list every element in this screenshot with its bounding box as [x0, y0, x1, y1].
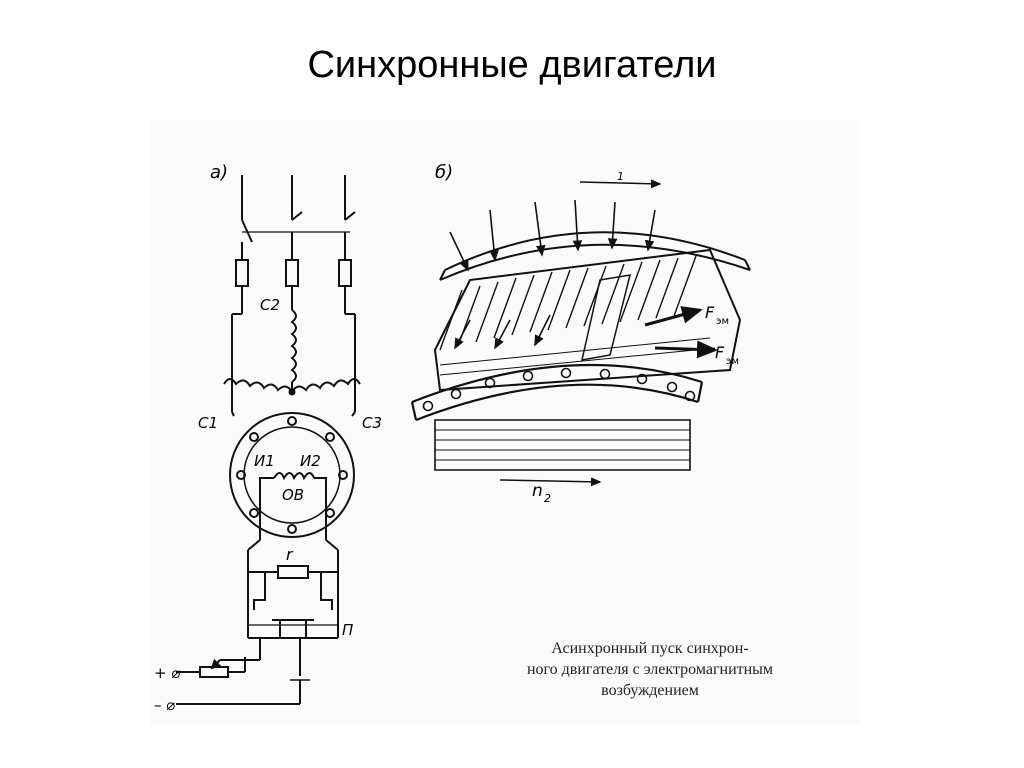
label-f-bottom: F	[715, 343, 725, 362]
label-i2: И2	[300, 452, 321, 470]
motion-arrows	[499, 179, 718, 487]
label-p: П	[342, 621, 353, 639]
caption-line-2: ного двигателя с электромагнитным	[526, 661, 774, 678]
panel-label-a: а)	[210, 162, 228, 183]
label-ov: ОВ	[282, 486, 304, 504]
caption-line-1: Асинхронный пуск синхрон-	[551, 640, 749, 657]
figure-caption: Асинхронный пуск синхрон- ного двигателя…	[470, 638, 830, 701]
circuit-scheme	[176, 175, 361, 705]
label-minus: – ⌀	[154, 696, 175, 714]
diagram-figure: а) С2 С1 С3 И1 И2 ОВ r П + ⌀ – ⌀ б)	[150, 120, 860, 725]
label-i1: И1	[254, 452, 275, 470]
caption-line-3: возбуждением	[601, 682, 699, 699]
label-n2: n	[532, 481, 543, 501]
label-f-top: F	[705, 303, 715, 322]
label-c1: С1	[198, 414, 218, 432]
label-c3: С3	[362, 414, 382, 432]
label-n2-sub: 2	[544, 492, 551, 505]
label-n1-sub: 1	[617, 170, 624, 183]
label-r: r	[286, 545, 294, 564]
slide-title: Синхронные двигатели	[307, 44, 717, 86]
diagram-svg: а) С2 С1 С3 И1 И2 ОВ r П + ⌀ – ⌀ б)	[154, 162, 751, 714]
flux-arrows	[449, 199, 656, 350]
label-f-bottom-sub: эм	[726, 356, 739, 367]
rotor-stator-view	[410, 231, 751, 471]
label-f-top-sub: эм	[716, 316, 729, 327]
panel-label-b: б)	[435, 162, 453, 183]
label-plus: + ⌀	[154, 664, 180, 682]
label-c2: С2	[260, 296, 280, 314]
